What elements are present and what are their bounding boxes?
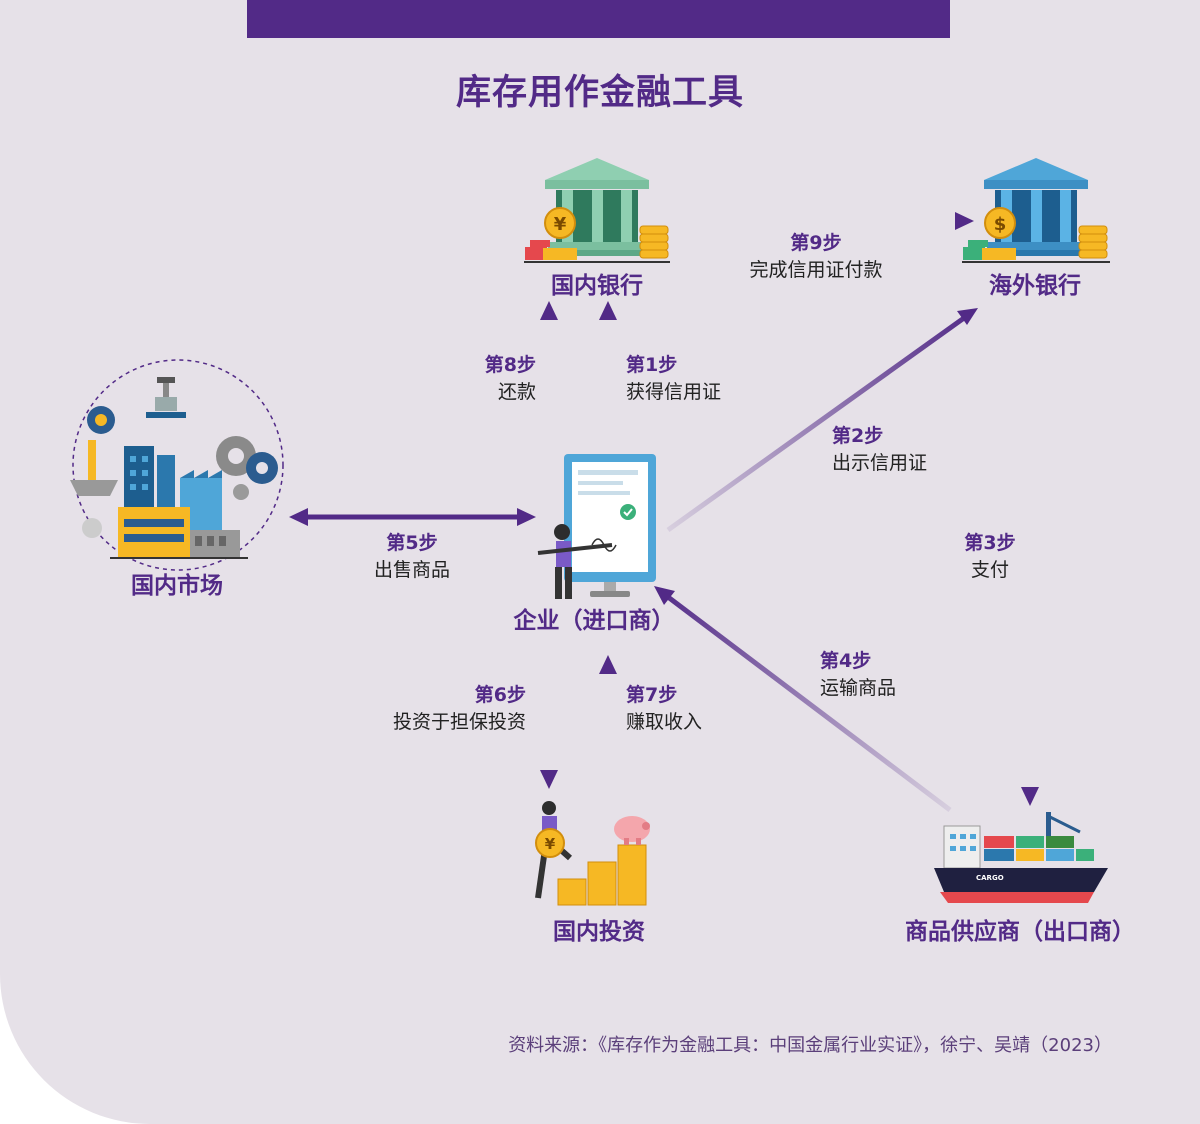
domestic-bank-icon: ¥ xyxy=(524,158,670,263)
arrow-step1 xyxy=(599,301,617,452)
cargo-ship-icon: CARGO xyxy=(934,812,1108,903)
enterprise-icon xyxy=(537,454,656,599)
step7-text: 赚取收入 xyxy=(626,711,703,733)
supplier-label: 商品供应商（出口商） xyxy=(905,919,1135,945)
arrow-step8 xyxy=(540,301,558,482)
step4-label: 第4步 运输商品 xyxy=(820,648,896,702)
step2-label: 第2步 出示信用证 xyxy=(832,423,927,477)
overseas-bank-icon: $ xyxy=(962,158,1110,263)
step5-text: 出售商品 xyxy=(373,559,450,581)
domestic-bank-label: 国内银行 xyxy=(551,273,643,299)
step6-label: 第6步 投资于担保投资 xyxy=(354,682,526,736)
step5-label: 第5步 出售商品 xyxy=(352,530,472,584)
arrow-step9 xyxy=(688,212,974,230)
overseas-bank-label: 海外银行 xyxy=(989,273,1081,299)
domestic-investment-label: 国内投资 xyxy=(553,919,645,945)
source-citation: 资料来源：《库存作为金融工具：中国金属行业实证》，徐宁、吴靖（2023） xyxy=(508,1035,1112,1056)
step8-label: 第8步 还款 xyxy=(440,352,536,406)
page-title: 库存用作金融工具 xyxy=(455,73,744,113)
step4-text: 运输商品 xyxy=(820,677,897,699)
step3-text: 支付 xyxy=(970,559,1009,581)
arrow-step7 xyxy=(599,655,617,800)
step1-number: 第1步 xyxy=(626,354,678,376)
svg-text:$: $ xyxy=(994,214,1007,235)
step7-label: 第7步 赚取收入 xyxy=(626,682,702,736)
step6-text: 投资于担保投资 xyxy=(392,711,526,733)
arrow-step6 xyxy=(540,662,558,789)
arrow-step4 xyxy=(654,586,952,812)
domestic-market-label: 国内市场 xyxy=(131,573,223,599)
step5-number: 第5步 xyxy=(386,532,438,554)
arrow-step2 xyxy=(666,308,978,533)
step9-text: 完成信用证付款 xyxy=(749,259,883,281)
step6-number: 第6步 xyxy=(474,684,526,706)
step8-text: 还款 xyxy=(497,381,536,403)
step8-number: 第8步 xyxy=(484,354,536,376)
step1-text: 获得信用证 xyxy=(626,381,722,403)
arrow-step5 xyxy=(289,508,536,526)
investment-icon: ¥ xyxy=(535,801,650,906)
enterprise-label: 企业（进口商） xyxy=(513,608,675,634)
step2-number: 第2步 xyxy=(832,425,884,447)
step3-label: 第3步 支付 xyxy=(954,530,1026,584)
step1-label: 第1步 获得信用证 xyxy=(626,352,721,406)
svg-text:CARGO: CARGO xyxy=(976,874,1004,882)
step7-number: 第7步 xyxy=(626,684,678,706)
step3-number: 第3步 xyxy=(964,532,1016,554)
step9-number: 第9步 xyxy=(790,232,842,254)
header-bar xyxy=(247,0,950,38)
svg-text:¥: ¥ xyxy=(545,835,556,853)
svg-text:¥: ¥ xyxy=(554,214,567,235)
arrow-step3 xyxy=(1021,307,1039,806)
step9-label: 第9步 完成信用证付款 xyxy=(726,230,906,284)
step4-number: 第4步 xyxy=(820,650,872,672)
step2-text: 出示信用证 xyxy=(832,452,928,474)
factory-icon xyxy=(70,359,284,571)
